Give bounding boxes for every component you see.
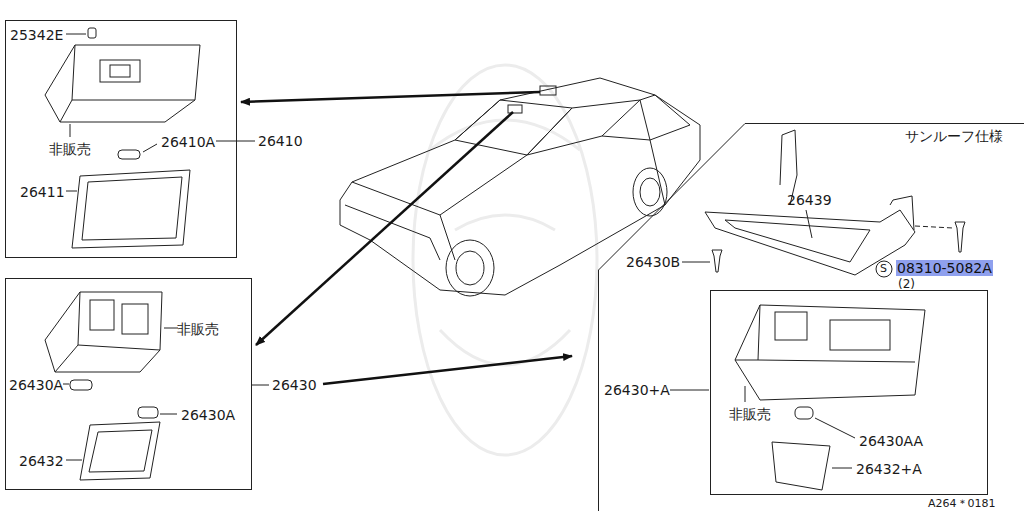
part-label: 26410A (161, 134, 215, 150)
part-label: S (880, 262, 887, 275)
part-label: 非販売 (177, 321, 219, 337)
part-label: 26432 (19, 453, 64, 469)
part-label: 26430A (181, 407, 235, 423)
sunroof-panel: サンルーフ仕様 26439 26430B S 08310-5082A(2) 26430+A… (598, 123, 1024, 511)
part-label: 26439 (787, 192, 832, 208)
part-number: 26410 (258, 133, 303, 149)
part-number: 26430 (272, 377, 317, 393)
panel-outline (599, 124, 1024, 511)
car-outline (340, 78, 700, 296)
part-label: 08310-5082A (896, 260, 993, 276)
parts-box: 25342E 非販売 26410A 26411 (5, 20, 237, 258)
part-label: 非販売 (49, 141, 91, 157)
part-label: 26411 (20, 184, 65, 200)
part-label: 25342E (10, 27, 63, 43)
room-lamp-drawing (45, 292, 269, 480)
part-label: (2) (898, 277, 915, 291)
pointer-arrow (241, 92, 572, 384)
panel-outline (598, 123, 1024, 511)
figure-code: A264＊0181 (928, 497, 996, 510)
parts-box: 非販売 26430A 26430A 26432 (5, 278, 252, 490)
part-label: 26430+A (604, 382, 670, 398)
part-label: サンルーフ仕様 (905, 128, 1003, 144)
part-label: 26430AA (859, 433, 923, 449)
map-lamp-drawing (45, 28, 255, 248)
parts-box: 非販売 26430AA 26432+A (710, 290, 988, 495)
part-label: 26432+A (856, 461, 922, 477)
part-label: 非販売 (729, 406, 771, 422)
part-label: 26430A (9, 377, 63, 393)
sunroof-lamp-drawing (670, 130, 965, 490)
part-label: 26430B (626, 254, 680, 270)
